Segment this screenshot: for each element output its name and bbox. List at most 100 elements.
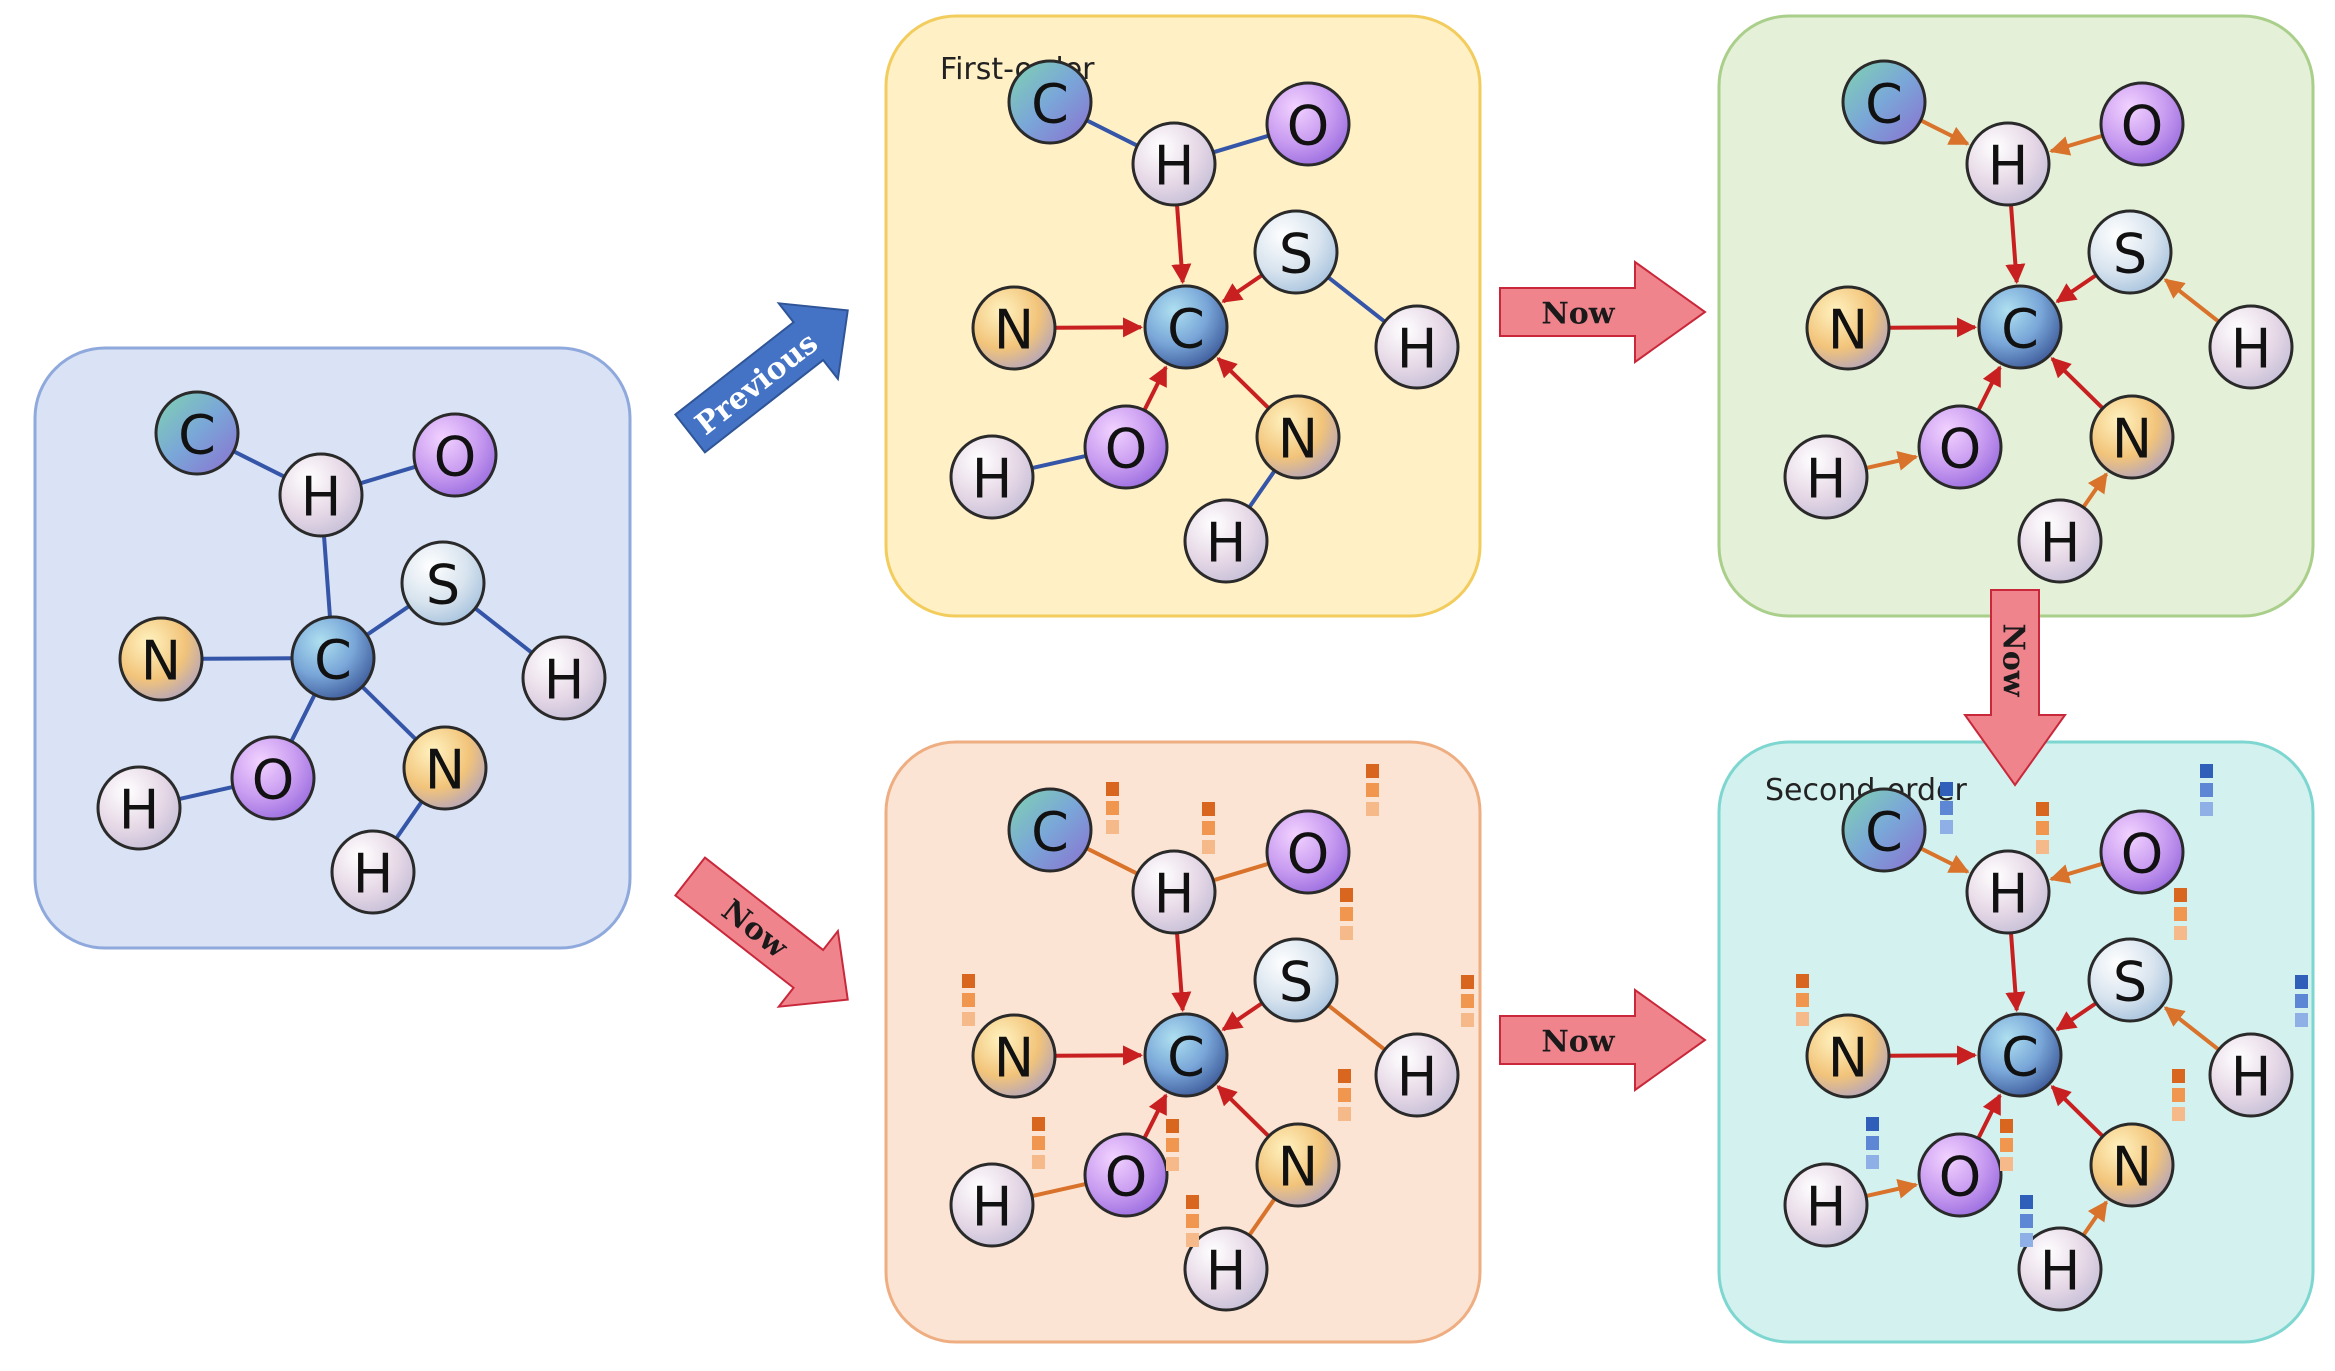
bond-O1-H1 (1212, 861, 1270, 883)
atom-label: C (1031, 73, 1069, 136)
atom-cc: C (1143, 284, 1229, 370)
bond-H4-N2 (1247, 1197, 1277, 1237)
atom-cc: C (1977, 1012, 2063, 1098)
atom-n1: N (971, 1013, 1057, 1099)
atom-label: H (2040, 512, 2081, 575)
atom-h4: H (2017, 1226, 2103, 1312)
atom-n1: N (118, 616, 204, 702)
atom-label: O (1105, 1146, 1148, 1209)
feature-bar-c1 (1106, 782, 1119, 834)
atom-h1: H (1131, 849, 1217, 935)
message-O1-to-H1 (2049, 861, 2104, 884)
atom-label: C (1167, 298, 1205, 361)
atom-label: H (1397, 318, 1438, 381)
bond-O1-H1 (1212, 133, 1270, 155)
atom-s: S (1253, 937, 1339, 1023)
atom-label: H (972, 1176, 1013, 1239)
atom-label: C (1031, 801, 1069, 864)
feature-bar-h4 (2020, 1195, 2033, 1247)
atom-n1: N (1805, 1013, 1891, 1099)
feature-bar-o2 (1166, 1119, 1179, 1171)
atom-label: N (2112, 408, 2152, 471)
atom-cc: C (1143, 1012, 1229, 1098)
message-C1-to-H1 (1919, 846, 1970, 874)
message-S-to-Cc (1221, 1001, 1264, 1032)
atom-label: C (1865, 73, 1903, 136)
atom-o1: O (2099, 809, 2185, 895)
atom-h2: H (1374, 1032, 1460, 1118)
message-H1-to-Cc (2005, 204, 2026, 285)
message-N1-to-Cc (1888, 317, 1978, 338)
bond-C1-H1 (1085, 118, 1139, 148)
atom-h2: H (2208, 1032, 2294, 1118)
message-H1-to-Cc (2005, 932, 2026, 1013)
message-O2-to-Cc (1142, 1093, 1168, 1140)
atom-label: N (425, 739, 465, 802)
atom-h1: H (1965, 121, 2051, 207)
message-H1-to-Cc (1171, 204, 1192, 285)
atom-label: O (1939, 1146, 1982, 1209)
feature-bar-n2 (2172, 1069, 2185, 1121)
bond-H1-Cc (322, 535, 332, 618)
atom-n1: N (971, 285, 1057, 371)
atom-label: C (178, 404, 216, 467)
message-H4-to-N2 (2081, 1200, 2109, 1237)
arrow-now-bottom: Now (1499, 988, 1707, 1092)
atom-label: O (1287, 823, 1330, 886)
atom-n2: N (1255, 1122, 1341, 1208)
bond-H3-O2 (1031, 454, 1087, 470)
atom-label: H (1206, 1240, 1247, 1303)
atom-label: O (252, 749, 295, 812)
message-S-to-Cc (2055, 273, 2098, 304)
atom-h3: H (1783, 1162, 1869, 1248)
message-N2-to-Cc (2050, 1085, 2105, 1138)
atom-label: H (1397, 1046, 1438, 1109)
bond-O1-H1 (359, 464, 417, 486)
bond-O2-Cc (289, 693, 317, 743)
arrow-now-bottom-label: Now (1541, 1025, 1615, 1060)
message-H4-to-N2 (2081, 472, 2109, 509)
atom-h2: H (521, 635, 607, 721)
message-S-to-Cc (2055, 1001, 2098, 1032)
message-N1-to-Cc (1054, 317, 1144, 338)
atom-label: C (2001, 298, 2039, 361)
feature-bar-n2 (1338, 1069, 1351, 1121)
atom-label: N (1828, 1027, 1868, 1090)
atom-o2: O (1917, 404, 2003, 490)
bond-N1-Cc (201, 656, 293, 661)
atom-c1: C (1007, 59, 1093, 145)
atom-h4: H (330, 829, 416, 915)
atom-label: N (994, 1027, 1034, 1090)
bond-H2-S (1327, 275, 1386, 324)
atom-n1: N (1805, 285, 1891, 371)
atom-h4: H (1183, 1226, 1269, 1312)
bond-S-Cc (365, 604, 411, 637)
bond-C1-H1 (1085, 846, 1139, 876)
atom-label: N (1278, 408, 1318, 471)
atom-h3: H (949, 434, 1035, 520)
atom-label: S (1279, 951, 1313, 1014)
feature-bar-c1 (1940, 782, 1953, 834)
atom-s: S (2087, 209, 2173, 295)
atom-h1: H (278, 452, 364, 538)
feature-bar-o1 (1366, 764, 1379, 816)
message-N2-to-Cc (1216, 1085, 1271, 1138)
atom-n2: N (1255, 394, 1341, 480)
atom-label: H (2040, 1240, 2081, 1303)
atom-o1: O (2099, 81, 2185, 167)
atom-label: N (994, 299, 1034, 362)
atom-s: S (400, 540, 486, 626)
atom-label: C (1865, 801, 1903, 864)
atom-s: S (2087, 937, 2173, 1023)
atom-label: H (2231, 1046, 2272, 1109)
atom-label: H (1988, 863, 2029, 926)
message-N1-to-Cc (1888, 1045, 1978, 1066)
atom-label: H (544, 649, 585, 712)
atom-label: H (1806, 448, 1847, 511)
message-N1-to-Cc (1054, 1045, 1144, 1066)
atom-o2: O (1917, 1132, 2003, 1218)
message-O2-to-Cc (1976, 1093, 2002, 1140)
message-H3-to-O2 (1865, 1179, 1919, 1199)
atom-label: O (1287, 95, 1330, 158)
